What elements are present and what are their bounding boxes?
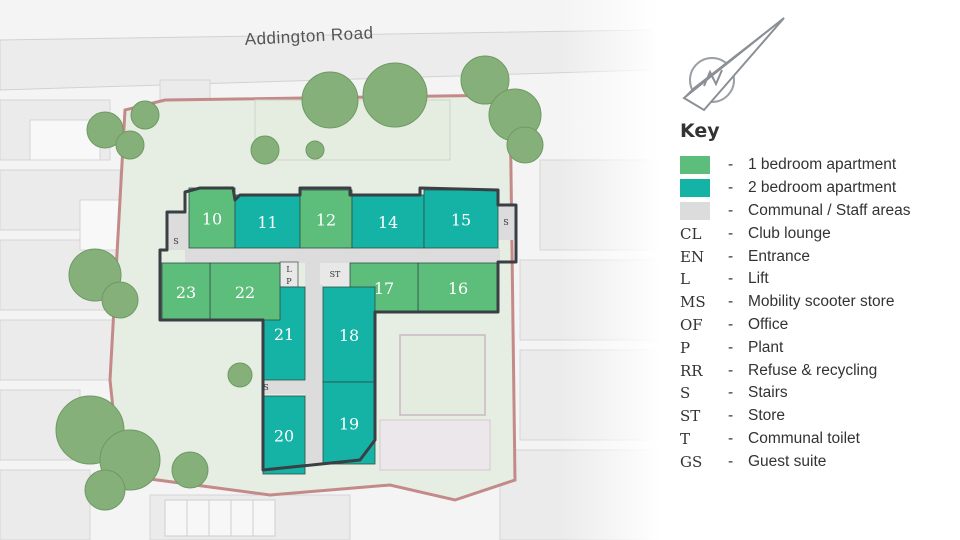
apartment-12 <box>299 189 353 249</box>
apartment-number-20: 20 <box>274 427 294 446</box>
key-dash: - <box>728 201 734 219</box>
key-abbreviation-row: L -Lift <box>680 268 950 291</box>
corridor-north <box>185 248 500 263</box>
key-abbreviation: GS <box>680 452 703 471</box>
key-swatch-label: 2 bedroom apartment <box>748 179 897 197</box>
key-dash: - <box>728 270 734 288</box>
key-abbreviation-row: ST -Store <box>680 405 950 428</box>
key-dash: - <box>728 224 734 242</box>
trees <box>55 55 544 511</box>
key-dash: - <box>728 452 734 470</box>
label-plant: P <box>286 277 292 286</box>
key-swatch-row: -1 bedroom apartment <box>680 154 950 177</box>
key-abbreviation-row: MS -Mobility scooter store <box>680 291 950 314</box>
apartment-number-15: 15 <box>451 211 471 230</box>
key-abbreviation-label: Stairs <box>748 384 788 402</box>
key-abbreviation-label: Lift <box>748 270 769 288</box>
key-abbreviation-label: Plant <box>748 338 784 356</box>
key-color-swatch <box>680 156 710 175</box>
key-dash: - <box>728 293 734 311</box>
key-dash: - <box>728 315 734 333</box>
key-dash: - <box>728 247 734 265</box>
apartment-18 <box>322 286 376 383</box>
apartment-number-23: 23 <box>176 283 196 302</box>
key-abbreviation-label: Office <box>748 315 789 333</box>
key-dash: - <box>728 338 734 356</box>
apartment-22 <box>209 262 281 321</box>
stair-east <box>496 205 516 240</box>
key-swatch-label: 1 bedroom apartment <box>748 156 897 174</box>
key-swatch-row: -2 bedroom apartment <box>680 177 950 200</box>
stair-west <box>167 212 189 250</box>
key-abbreviation-label: Store <box>748 407 786 425</box>
apartment-number-22: 22 <box>235 283 255 302</box>
key-swatch-row: -Communal / Staff areas <box>680 200 950 223</box>
key-abbreviation-row: CL -Club lounge <box>680 222 950 245</box>
label-lift: L <box>286 265 292 274</box>
key-abbreviation: EN <box>680 247 705 266</box>
key-abbreviation-label: Club lounge <box>748 224 831 242</box>
key-dash: - <box>728 361 734 379</box>
key-abbreviation: S <box>680 384 691 403</box>
corridor-south <box>305 263 323 463</box>
building-outline <box>158 186 518 472</box>
label-stairs-east: S <box>503 218 508 227</box>
key-abbreviation-row: RR -Refuse & recycling <box>680 359 950 382</box>
key-abbreviation: ST <box>680 407 701 426</box>
key-swatch-label: Communal / Staff areas <box>748 201 911 219</box>
label-stairs-south: S <box>263 383 268 392</box>
key-abbreviation-row: GS -Guest suite <box>680 450 950 473</box>
path <box>379 419 491 471</box>
north-arrow-icon <box>682 17 785 112</box>
key-abbreviation-label: Mobility scooter store <box>748 293 895 311</box>
apartment-10 <box>188 187 236 249</box>
apartment-16 <box>417 262 499 313</box>
apartment-number-19: 19 <box>339 415 359 434</box>
key-abbreviation-label: Refuse & recycling <box>748 361 878 379</box>
key-dash: - <box>728 429 734 447</box>
map-key: Key -1 bedroom apartment-2 bedroom apart… <box>680 120 950 473</box>
apartment-14 <box>351 194 425 249</box>
label-stairs-west: S <box>173 237 178 246</box>
key-abbreviation: MS <box>680 293 706 312</box>
key-abbreviation-label: Guest suite <box>748 452 827 470</box>
apartment-number-16: 16 <box>448 279 468 298</box>
key-abbreviation-row: OF -Office <box>680 314 950 337</box>
key-title: Key <box>680 120 720 142</box>
stair-south <box>262 380 306 394</box>
key-abbreviation-row: P -Plant <box>680 336 950 359</box>
label-store: ST <box>330 270 341 279</box>
apartment-number-14: 14 <box>378 213 398 232</box>
key-abbreviation-row: S -Stairs <box>680 382 950 405</box>
apartment-number-21: 21 <box>274 325 294 344</box>
key-color-swatch <box>680 179 710 198</box>
store-room <box>320 263 350 285</box>
apartment-number-17: 17 <box>374 279 394 298</box>
apartment-number-18: 18 <box>339 326 359 345</box>
key-abbreviation-row: T -Communal toilet <box>680 428 950 451</box>
key-abbreviation: CL <box>680 224 702 243</box>
apartment-number-11: 11 <box>257 213 277 232</box>
key-abbreviation-row: EN -Entrance <box>680 245 950 268</box>
building-footprint: 10 11 12 14 15 16 17 18 19 20 21 22 23 S S S L P ST <box>158 186 518 475</box>
apartment-number-12: 12 <box>316 211 336 230</box>
apartment-number-10: 10 <box>202 210 222 229</box>
garden-lawn <box>399 334 486 416</box>
key-dash: - <box>728 156 734 174</box>
key-abbreviation: L <box>680 270 690 289</box>
key-abbreviation-label: Communal toilet <box>748 429 860 447</box>
key-abbreviation: T <box>680 429 691 448</box>
key-color-swatch <box>680 201 710 220</box>
key-dash: - <box>728 407 734 425</box>
key-dash: - <box>728 179 734 197</box>
key-abbreviation-label: Entrance <box>748 247 811 265</box>
key-swatch-list: -1 bedroom apartment-2 bedroom apartment… <box>680 154 950 222</box>
key-dash: - <box>728 384 734 402</box>
key-abbreviation: OF <box>680 315 703 334</box>
key-abbreviation: P <box>680 338 691 357</box>
key-abbreviation: RR <box>680 361 703 380</box>
